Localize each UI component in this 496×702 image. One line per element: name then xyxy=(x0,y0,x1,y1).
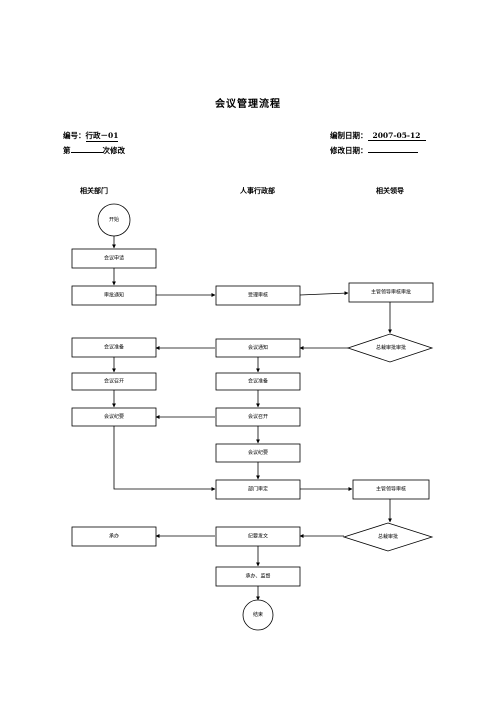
node-meeting-hold-admin-shape xyxy=(215,407,301,427)
doc-date-label: 编制日期： xyxy=(330,131,368,140)
node-end-label: 结束 xyxy=(253,611,263,618)
revision-prefix: 第 xyxy=(63,146,71,155)
node-handle-supervise-label: 承办、监督 xyxy=(245,573,270,580)
node-meeting-prep-dept-shape xyxy=(71,337,157,358)
node-supervisor-review-1-label: 主管领导审核审批 xyxy=(371,289,411,296)
revision-count: 第 次修改 xyxy=(63,145,125,156)
node-gm-approval-2-label: 总裁审批 xyxy=(378,533,398,540)
node-dept-review-shape xyxy=(215,479,301,500)
node-meeting-notice-label: 会议通知 xyxy=(248,344,268,351)
connector-dept-minutes-to-review xyxy=(113,426,216,491)
node-execute-shape xyxy=(71,526,157,547)
revision-date: 修改日期： xyxy=(330,145,418,156)
node-approval-notice-shape xyxy=(71,285,157,306)
node-gm-approval-1-label: 总裁审批审批 xyxy=(376,344,406,351)
node-execute-label: 承办 xyxy=(109,533,119,540)
doc-code-label: 编号： xyxy=(63,131,86,140)
doc-date-value: 2007-05-12 xyxy=(367,131,426,141)
node-handle-supervise-shape xyxy=(215,566,301,587)
doc-code: 编号：行政－01 xyxy=(63,130,119,142)
node-issue-minutes-shape xyxy=(215,526,301,547)
node-meeting-request-shape xyxy=(71,248,157,269)
node-gm-approval-2-shape xyxy=(342,522,434,552)
node-supervisor-review-1-shape xyxy=(348,282,434,303)
node-meeting-minutes-dept-label: 会议纪要 xyxy=(104,413,124,420)
node-meeting-hold-dept-label: 会议召开 xyxy=(104,378,124,385)
node-meeting-minutes-admin-shape xyxy=(215,443,301,463)
node-meeting-minutes-dept-shape xyxy=(71,407,157,427)
node-approval-notice-label: 审批通知 xyxy=(104,292,124,299)
revision-date-label: 修改日期： xyxy=(330,146,368,155)
page-title: 会议管理流程 xyxy=(215,99,281,110)
revision-value xyxy=(70,152,103,153)
revision-suffix: 次修改 xyxy=(102,146,126,155)
node-end-shape xyxy=(242,599,274,631)
column-header-hr-admin: 人事行政部 xyxy=(240,186,275,195)
column-header-related-dept: 相关部门 xyxy=(80,186,108,195)
node-dept-review-label: 部门审定 xyxy=(248,486,268,493)
node-meeting-prep-admin-shape xyxy=(215,372,301,391)
node-meeting-prep-dept-label: 会议准备 xyxy=(104,344,124,351)
node-accept-review-label: 受理审核 xyxy=(248,292,268,299)
node-meeting-hold-dept-shape xyxy=(71,372,157,391)
node-start-label: 开始 xyxy=(109,216,119,223)
node-supervisor-review-2-label: 主管领导审核 xyxy=(376,486,406,493)
node-meeting-hold-admin-label: 会议召开 xyxy=(248,413,268,420)
column-header-related-leader: 相关领导 xyxy=(376,186,404,195)
node-gm-approval-1-shape xyxy=(346,333,434,363)
node-issue-minutes-label: 纪要发文 xyxy=(248,533,268,540)
connector-accept-to-supervisor xyxy=(299,291,349,296)
node-meeting-prep-admin-label: 会议准备 xyxy=(248,378,268,385)
doc-code-value: 行政－01 xyxy=(85,131,119,142)
doc-date: 编制日期：2007-05-12 xyxy=(330,130,426,141)
revision-date-value xyxy=(367,152,418,153)
node-start-shape xyxy=(97,203,131,237)
node-supervisor-review-2-shape xyxy=(352,479,430,500)
node-meeting-request-label: 会议申请 xyxy=(104,255,124,262)
node-meeting-notice-shape xyxy=(215,338,301,358)
node-accept-review-shape xyxy=(215,285,301,306)
node-meeting-minutes-admin-label: 会议纪要 xyxy=(248,449,268,456)
